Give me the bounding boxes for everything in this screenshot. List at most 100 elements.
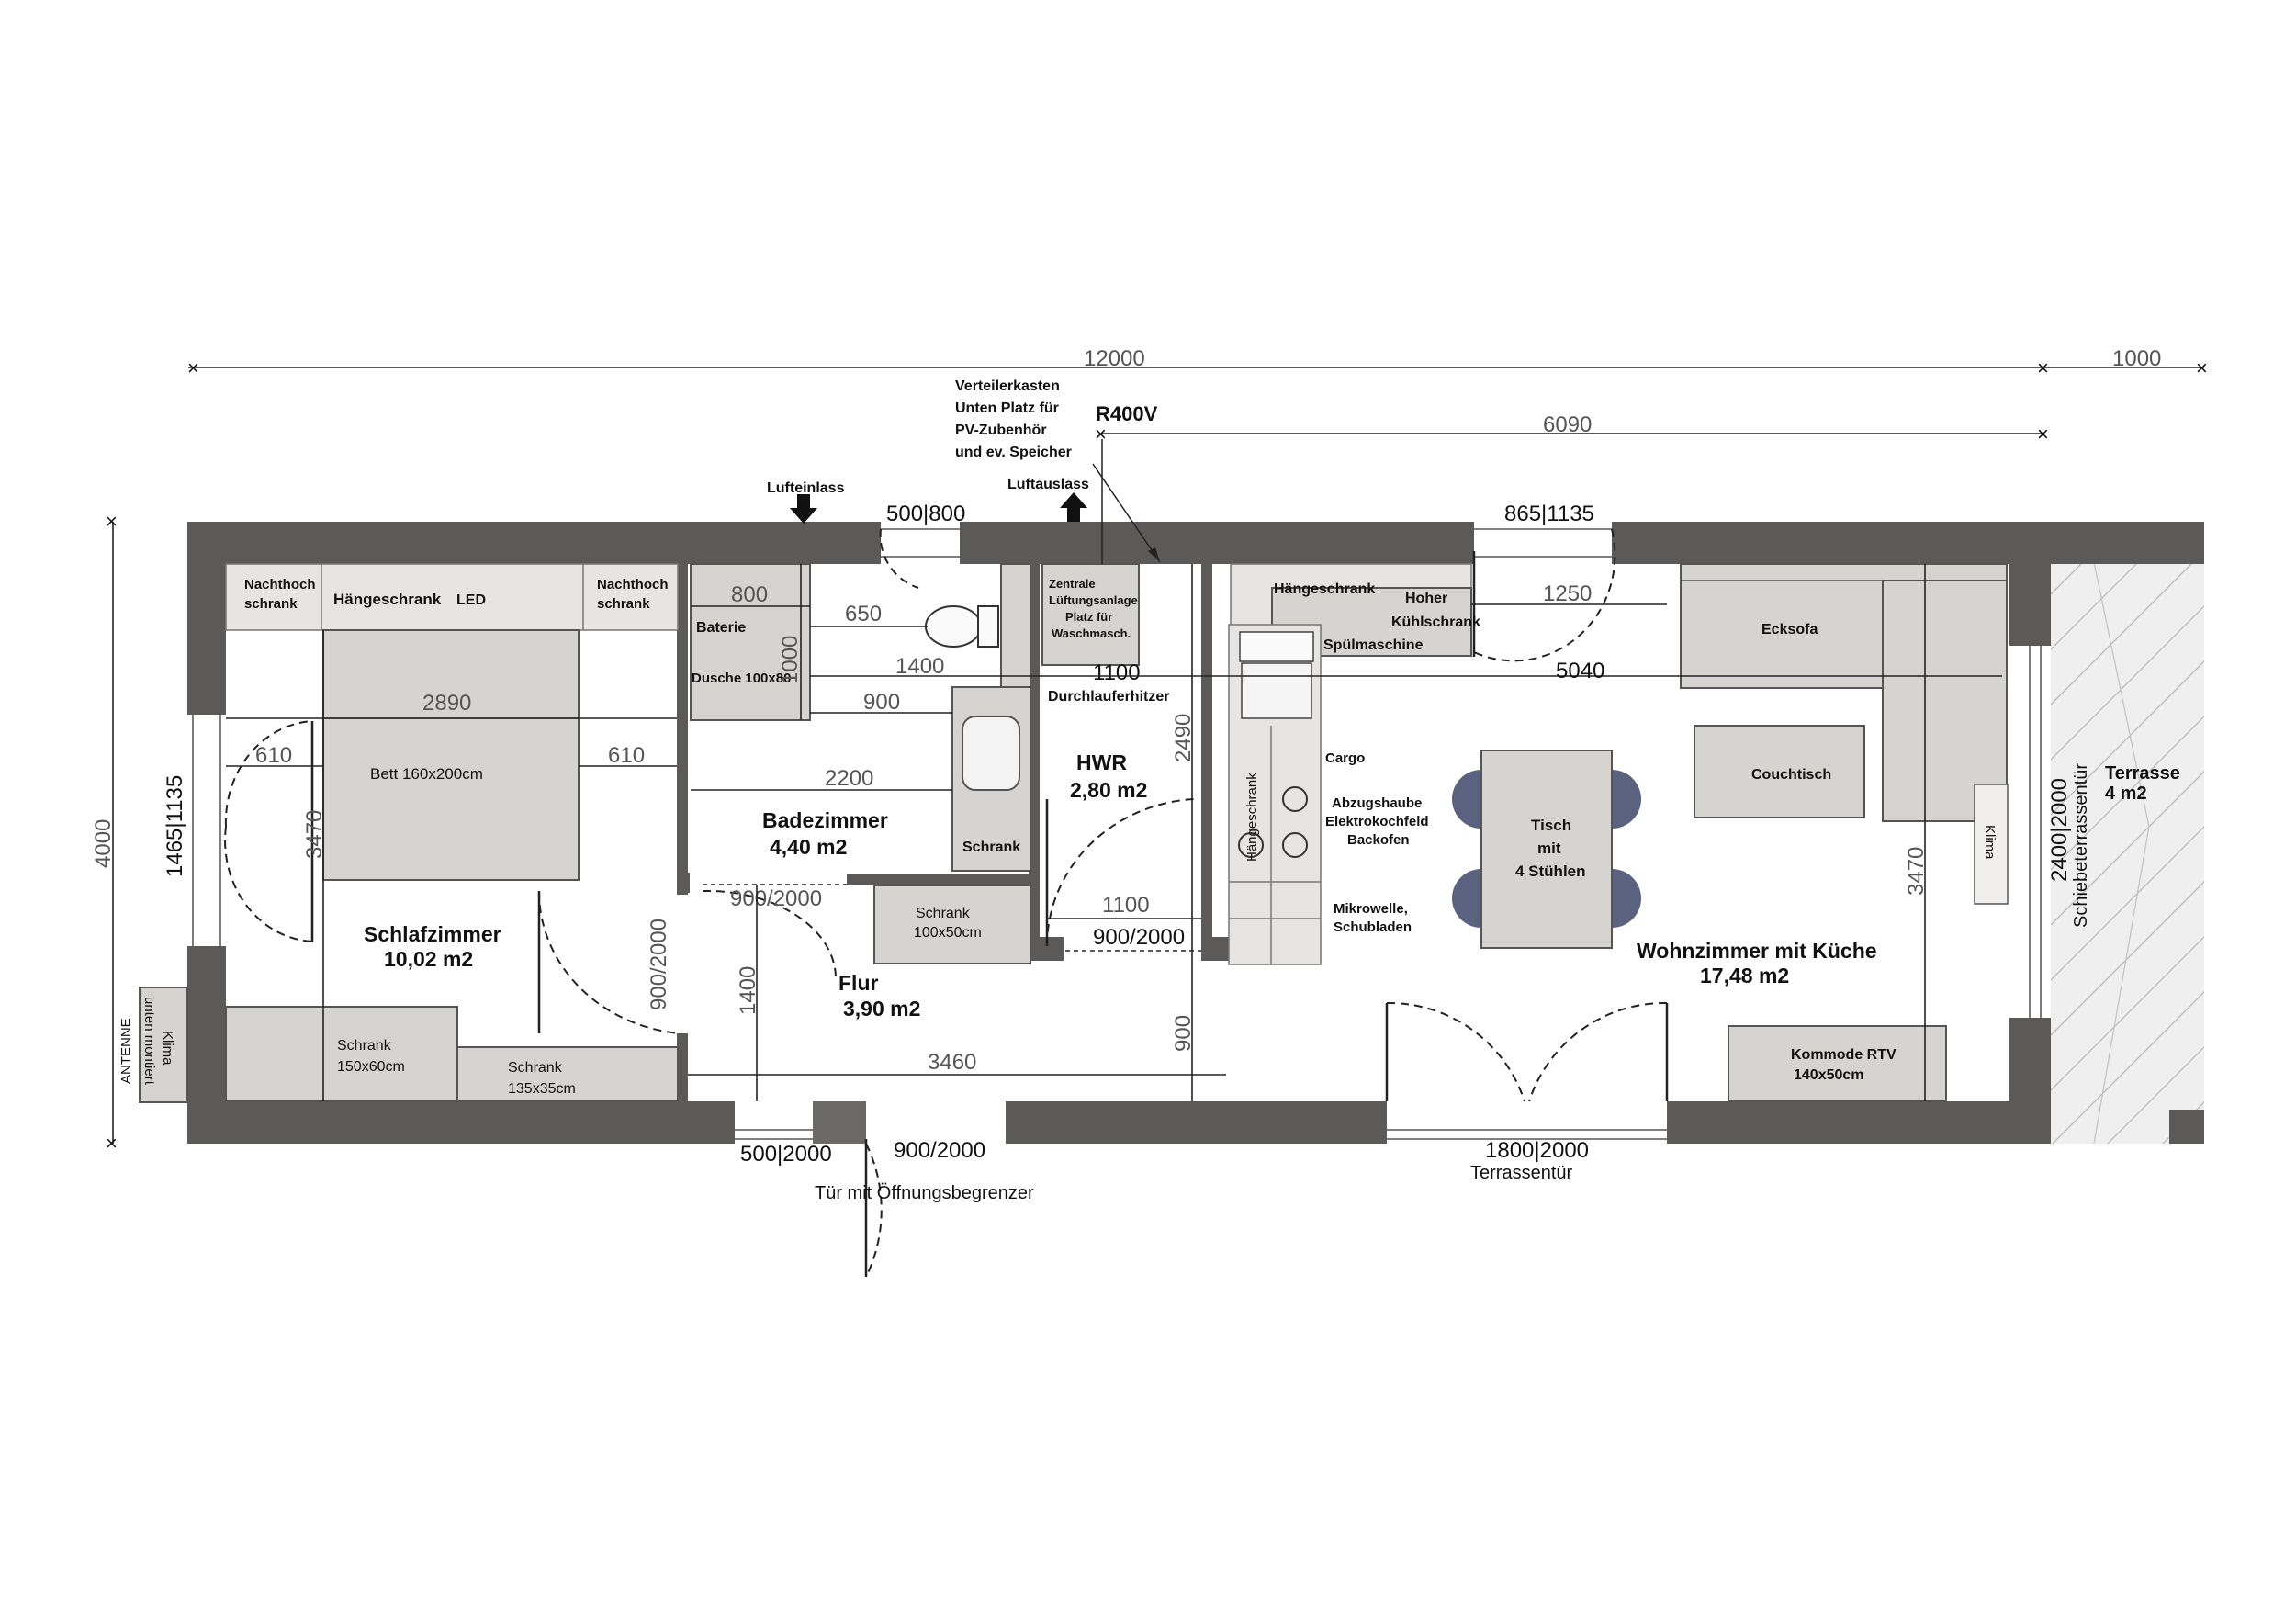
dim-1100-hwr: 1100: [1102, 893, 1150, 918]
toilet: [925, 605, 982, 648]
label-haengeschrank-kitchen: Hängeschrank: [1274, 581, 1375, 597]
label-schiebeterrassentuer: Schiebeterrassentür: [2071, 763, 2091, 928]
dim-650: 650: [845, 602, 882, 626]
living-labels: Tisch mit 4 Stühlen Ecksofa Couchtisch K…: [1515, 622, 2180, 1083]
dim-1250: 1250: [1543, 581, 1592, 606]
label-durchlauferhitzer: Durchlauferhitzer: [1048, 689, 1169, 705]
dim-1800-2000: 1800|2000: [1485, 1138, 1589, 1163]
dim-3470-left: 3470: [302, 810, 327, 859]
label-tuer-begrenzer: Tür mit Öffnungsbegrenzer: [815, 1183, 1034, 1203]
bathroom-labels: Baterie Dusche 100x80 Badezimmer 4,40 m2…: [692, 620, 1020, 859]
dim-900-vert: 900: [1171, 1015, 1196, 1052]
room-area-flur: 3,90 m2: [843, 997, 920, 1021]
label-kommode-2: 140x50cm: [1794, 1067, 1864, 1083]
room-name-hwr: HWR: [1076, 750, 1127, 774]
svg-text:×: ×: [2037, 423, 2049, 445]
doors: [224, 528, 1669, 1278]
label-terrassentuer: Terrassentür: [1470, 1163, 1572, 1183]
overall-dimensions: × × × 12000 1000 × × 6090 × × 4000: [91, 346, 2208, 1155]
label-klima-left-2: unten montiert: [141, 997, 157, 1086]
label-hoher: Hoher: [1405, 591, 1447, 606]
dim-800: 800: [731, 582, 768, 607]
room-area-terrasse: 4 m2: [2105, 784, 2147, 804]
label-kommode-1: Kommode RTV: [1791, 1047, 1896, 1063]
dim-1000: 1000: [778, 636, 803, 684]
shower: [690, 563, 811, 721]
dim-2200: 2200: [825, 766, 873, 791]
svg-text:×: ×: [1095, 423, 1107, 445]
label-nachthoch-right-2: schrank: [597, 596, 650, 612]
label-verteiler-2: Unten Platz für: [955, 400, 1059, 416]
dim-2490: 2490: [1171, 714, 1196, 762]
arrow-down-icon: [790, 494, 817, 524]
label-verteiler-3: PV-Zubenhör: [955, 423, 1047, 438]
label-schrank150-2: 150x60cm: [337, 1059, 405, 1075]
dim-900-2000-bad: 900/2000: [730, 886, 822, 911]
label-haengeschrank-vertical: Hängeschrank: [1244, 773, 1260, 862]
label-verteiler-4: und ev. Speicher: [955, 445, 1072, 460]
svg-text:×: ×: [2196, 356, 2208, 379]
washbasin: [962, 716, 1020, 791]
label-nachthoch-left-2: schrank: [244, 596, 298, 612]
dim-2890: 2890: [422, 691, 471, 716]
dim-1400-top: 1400: [895, 654, 944, 679]
hwr-labels: Zentrale Lüftungsanlage Platz für Waschm…: [838, 577, 1169, 1021]
room-name-wohnzimmer: Wohnzimmer mit Küche: [1637, 939, 1877, 963]
dim-12000: 12000: [1084, 346, 1145, 371]
label-lufteinlass: Lufteinlass: [767, 480, 845, 496]
label-mikrowelle-2: Schubladen: [1334, 919, 1412, 935]
label-mikrowelle-1: Mikrowelle,: [1334, 901, 1408, 917]
hwr-furniture: [873, 563, 1140, 964]
label-abzug-2: Elektrokochfeld: [1325, 814, 1429, 829]
label-schrank-bad: Schrank: [962, 840, 1020, 855]
interior-dimensions: 500|800 865|1135 2890 610 610 3470 1465|…: [163, 502, 2072, 1167]
label-abzug-1: Abzugshaube: [1332, 795, 1422, 811]
label-baterie: Baterie: [696, 620, 746, 636]
room-name-badezimmer: Badezimmer: [762, 808, 888, 832]
label-r400v: R400V: [1096, 402, 1158, 425]
bedroom-furniture: [139, 563, 679, 1103]
label-klima-right: Klima: [1982, 825, 1998, 860]
dim-610-left: 610: [255, 743, 292, 768]
label-spuelmaschine: Spülmaschine: [1323, 637, 1424, 653]
label-schrank150-1: Schrank: [337, 1038, 392, 1054]
label-couchtisch: Couchtisch: [1751, 767, 1831, 783]
room-area-wohnzimmer: 17,48 m2: [1700, 964, 1789, 987]
label-schrank135-1: Schrank: [508, 1060, 563, 1076]
label-schrank-hwr-2: 100x50cm: [914, 925, 982, 941]
room-area-hwr: 2,80 m2: [1070, 778, 1147, 802]
room-name-schlafzimmer: Schlafzimmer: [364, 922, 501, 946]
kitchen-labels: Hängeschrank Hoher Kühlschrank Spülmasch…: [1244, 581, 1480, 935]
label-schrank135-2: 135x35cm: [508, 1081, 576, 1097]
klima-unit-right: [1974, 784, 2009, 905]
room-area-schlafzimmer: 10,02 m2: [384, 947, 473, 971]
label-schrank-hwr-1: Schrank: [916, 906, 971, 921]
dim-610-right: 610: [608, 743, 645, 768]
dim-900-2000-entry: 900/2000: [894, 1138, 985, 1163]
kitchen-furniture: [1228, 563, 1472, 965]
label-bett: Bett 160x200cm: [370, 765, 483, 783]
label-haengeschrank-bed: Hängeschrank: [333, 591, 442, 608]
dim-865-1135: 865|1135: [1504, 502, 1594, 526]
bathroom-furniture: [690, 563, 1031, 872]
label-cargo: Cargo: [1325, 750, 1365, 766]
label-antenne: ANTENNE: [118, 1018, 134, 1084]
dim-1465-1135: 1465|1135: [163, 775, 187, 877]
dim-1100-top: 1100: [1093, 660, 1141, 685]
label-ecksofa: Ecksofa: [1761, 622, 1818, 637]
dim-3460: 3460: [928, 1050, 976, 1075]
label-dusche: Dusche 100x80: [692, 671, 791, 686]
dim-5040: 5040: [1556, 659, 1604, 683]
dim-1400-flur: 1400: [736, 966, 760, 1015]
room-area-badezimmer: 4,40 m2: [770, 835, 847, 859]
label-nachthoch-right-1: Nachthoch: [597, 577, 669, 592]
label-tisch-3: 4 Stühlen: [1515, 863, 1586, 880]
svg-text:×: ×: [106, 1132, 118, 1155]
bedroom-labels: Nachthoch schrank Hängeschrank LED Nacht…: [118, 577, 669, 1097]
wardrobe-150: [225, 1006, 458, 1102]
label-klima-left-1: Klima: [160, 1031, 175, 1066]
room-name-flur: Flur: [838, 971, 878, 995]
wardrobe-135: [456, 1046, 679, 1102]
label-zentrale-3: Platz für: [1065, 610, 1112, 624]
